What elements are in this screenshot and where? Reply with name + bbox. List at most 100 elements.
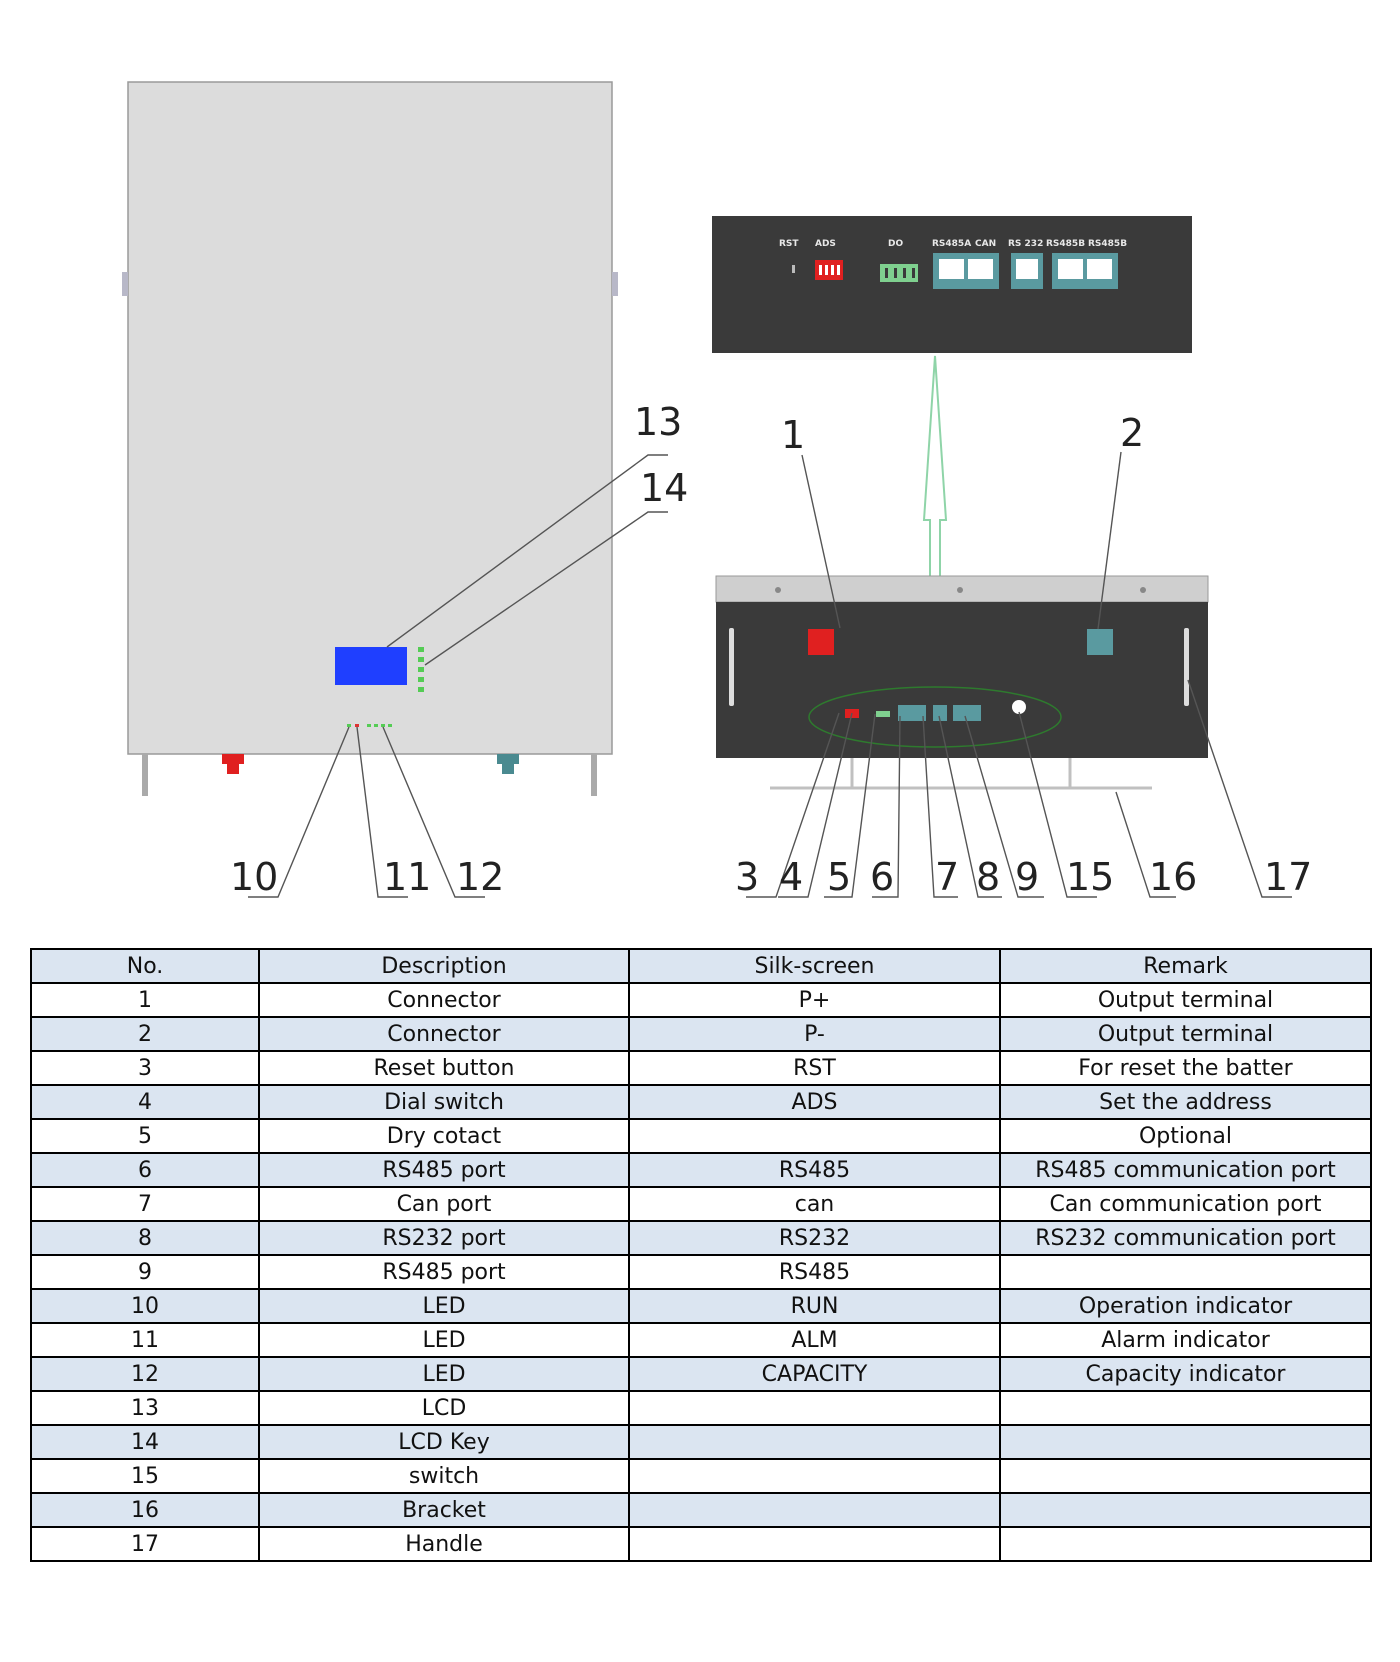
cell-silk-screen: RS485: [628, 1254, 1001, 1290]
panel-label-ads: ADS: [815, 239, 836, 249]
cell-remark: [999, 1492, 1372, 1528]
rail-hole-1: [775, 587, 781, 593]
lcd-key-5: [418, 687, 424, 692]
cell-silk-screen: P+: [628, 982, 1001, 1018]
dry-contact-pins: [885, 268, 915, 278]
led-alm: [355, 724, 359, 727]
cell-description: RS485 port: [258, 1254, 630, 1290]
leader-10: [248, 726, 350, 898]
cell-silk-screen: P-: [628, 1016, 1001, 1052]
cell-silk-screen: [628, 1458, 1001, 1494]
cell-silk-screen: [628, 1118, 1001, 1154]
cell-silk-screen: [628, 1526, 1001, 1562]
cell-silk-screen: ADS: [628, 1084, 1001, 1120]
rail-hole-2: [957, 587, 963, 593]
handle-left: [729, 628, 734, 706]
dry-pin-3: [903, 268, 906, 278]
rail-hole-3: [1140, 587, 1146, 593]
cell-remark: Can communication port: [999, 1186, 1372, 1222]
leader-13: [386, 454, 668, 648]
callout-14: 14: [640, 466, 688, 510]
dial-lever-4: [837, 265, 840, 275]
callout-3: 3: [735, 855, 759, 899]
callout-16: 16: [1149, 855, 1197, 899]
can-port: [968, 259, 993, 279]
cell-no: 4: [30, 1084, 260, 1120]
cell-silk-screen: RUN: [628, 1288, 1001, 1324]
cell-silk-screen: RS232: [628, 1220, 1001, 1256]
leader-14: [424, 511, 668, 666]
cell-remark: For reset the batter: [999, 1050, 1372, 1086]
leader-2: [1097, 451, 1122, 630]
cell-no: 11: [30, 1322, 260, 1358]
leader-7: [922, 715, 958, 898]
led-run: [347, 724, 351, 727]
cell-no: 8: [30, 1220, 260, 1256]
cell-silk-screen: RST: [628, 1050, 1001, 1086]
header-description: Description: [258, 948, 630, 984]
leader-9: [964, 715, 1044, 898]
cell-no: 13: [30, 1390, 260, 1426]
cell-silk-screen: RS485: [628, 1152, 1001, 1188]
rack-module: [715, 575, 1209, 790]
rack-port-b: [933, 705, 947, 721]
cell-remark: [999, 1458, 1372, 1494]
callout-11: 11: [383, 855, 431, 899]
panel-label-do: DO: [888, 239, 903, 249]
cell-no: 6: [30, 1152, 260, 1188]
cell-no: 2: [30, 1016, 260, 1052]
cell-remark: RS232 communication port: [999, 1220, 1372, 1256]
cell-description: Reset button: [258, 1050, 630, 1086]
lcd-key-2: [418, 657, 424, 662]
cell-no: 3: [30, 1050, 260, 1086]
header-no: No.: [30, 948, 260, 984]
rs485a-port: [939, 259, 964, 279]
callout-7: 7: [935, 855, 959, 899]
cabinet-side-tab-right: [612, 272, 618, 296]
cell-remark: Output terminal: [999, 1016, 1372, 1052]
cabinet-leg-right: [591, 754, 597, 796]
cell-description: Can port: [258, 1186, 630, 1222]
lcd-screen: [335, 647, 407, 685]
led-capacity-3: [381, 724, 385, 727]
cell-description: Connector: [258, 1016, 630, 1052]
leader-5: [824, 713, 876, 898]
dry-pin-1: [885, 268, 888, 278]
cell-silk-screen: CAPACITY: [628, 1356, 1001, 1392]
cell-description: Bracket: [258, 1492, 630, 1528]
leader-15: [1018, 711, 1097, 898]
lcd-key-4: [418, 677, 424, 682]
cell-description: LCD: [258, 1390, 630, 1426]
reset-button: [792, 265, 795, 273]
callout-numbers: 13 14 1 2 10 11 12 3 4 5 6 7 8 9 15 16 1…: [230, 400, 1312, 899]
cell-remark: [999, 1526, 1372, 1562]
cell-no: 14: [30, 1424, 260, 1460]
cell-silk-screen: ALM: [628, 1322, 1001, 1358]
cell-description: switch: [258, 1458, 630, 1494]
lcd-key-3: [418, 667, 424, 672]
rack-port-a: [898, 705, 926, 721]
rear-panel-zoom: RST ADS DO RS485A CAN RS 232 RS485B RS48…: [712, 216, 1192, 353]
header-silk-screen: Silk-screen: [628, 948, 1001, 984]
cell-no: 7: [30, 1186, 260, 1222]
table-header-row: No. Description Silk-screen Remark: [30, 948, 1372, 984]
cell-description: Connector: [258, 982, 630, 1018]
cell-description: RS232 port: [258, 1220, 630, 1256]
cell-no: 1: [30, 982, 260, 1018]
cell-no: 16: [30, 1492, 260, 1528]
lcd-key-1: [418, 647, 424, 652]
callout-8: 8: [976, 855, 1000, 899]
dry-contact-terminal: [880, 264, 918, 282]
cell-description: LED: [258, 1288, 630, 1324]
